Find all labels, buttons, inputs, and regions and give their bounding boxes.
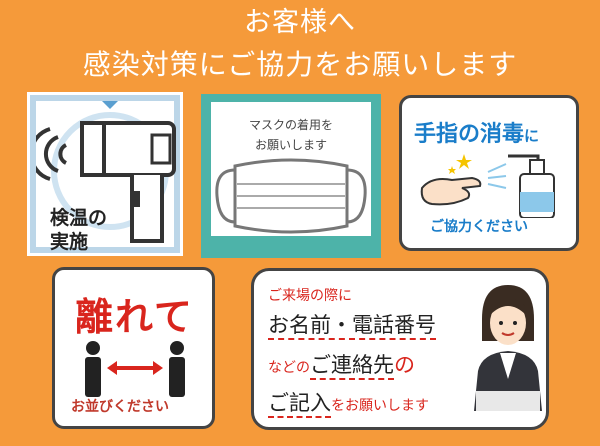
sanitizer-icon: [420, 154, 555, 218]
sanitize-footer: ご協力ください: [430, 219, 528, 235]
mask-icon: [215, 158, 367, 234]
distance-footer: お並びください: [71, 399, 169, 415]
distance-icon: [85, 341, 185, 397]
sanitize-card: 手指の消毒に ご協力ください: [399, 95, 579, 251]
temperature-card: 検温の 実施: [27, 92, 183, 256]
temperature-card-inner: 検温の 実施: [36, 101, 176, 253]
thermometer-icon: [36, 101, 176, 243]
contact-line-2: お名前・電話番号: [268, 309, 436, 340]
mask-card-inner: マスクの着用を お願いします: [211, 102, 371, 236]
temperature-label-1: 検温の: [50, 207, 108, 229]
distance-card: 離れて お並びください: [52, 267, 215, 429]
mask-text-2: お願いします: [254, 138, 327, 152]
contact-line-3-c: の: [394, 353, 415, 377]
receptionist-icon: [474, 285, 542, 411]
contact-line-4-b: をお願いします: [331, 398, 429, 414]
sanitize-heading: 手指の消毒に: [414, 116, 539, 148]
distance-heading: 離れて: [75, 295, 194, 339]
header-line-1: お客様へ: [244, 7, 356, 38]
contact-card: ご来場の際に お名前・電話番号 などのご連絡先の ご記入をお願いします: [251, 268, 549, 430]
contact-line-3-a: などの: [268, 360, 310, 376]
contact-line-1: ご来場の際に: [268, 288, 352, 304]
header-line-2: 感染対策にご協力をお願いします: [82, 48, 518, 81]
contact-line-4: ご記入をお願いします: [268, 387, 429, 418]
mask-card: マスクの着用を お願いします: [201, 94, 381, 258]
contact-line-4-a: ご記入: [268, 391, 331, 418]
mask-text-1: マスクの着用を: [248, 118, 333, 132]
sanitize-heading-main: 手指の消毒: [414, 122, 525, 147]
sanitize-heading-suffix: に: [524, 127, 540, 145]
temperature-label-2: 実施: [50, 231, 89, 253]
contact-line-2-text: お名前・電話番号: [268, 313, 436, 340]
contact-line-3-b: ご連絡先: [310, 353, 394, 380]
contact-line-3: などのご連絡先の: [268, 349, 415, 380]
